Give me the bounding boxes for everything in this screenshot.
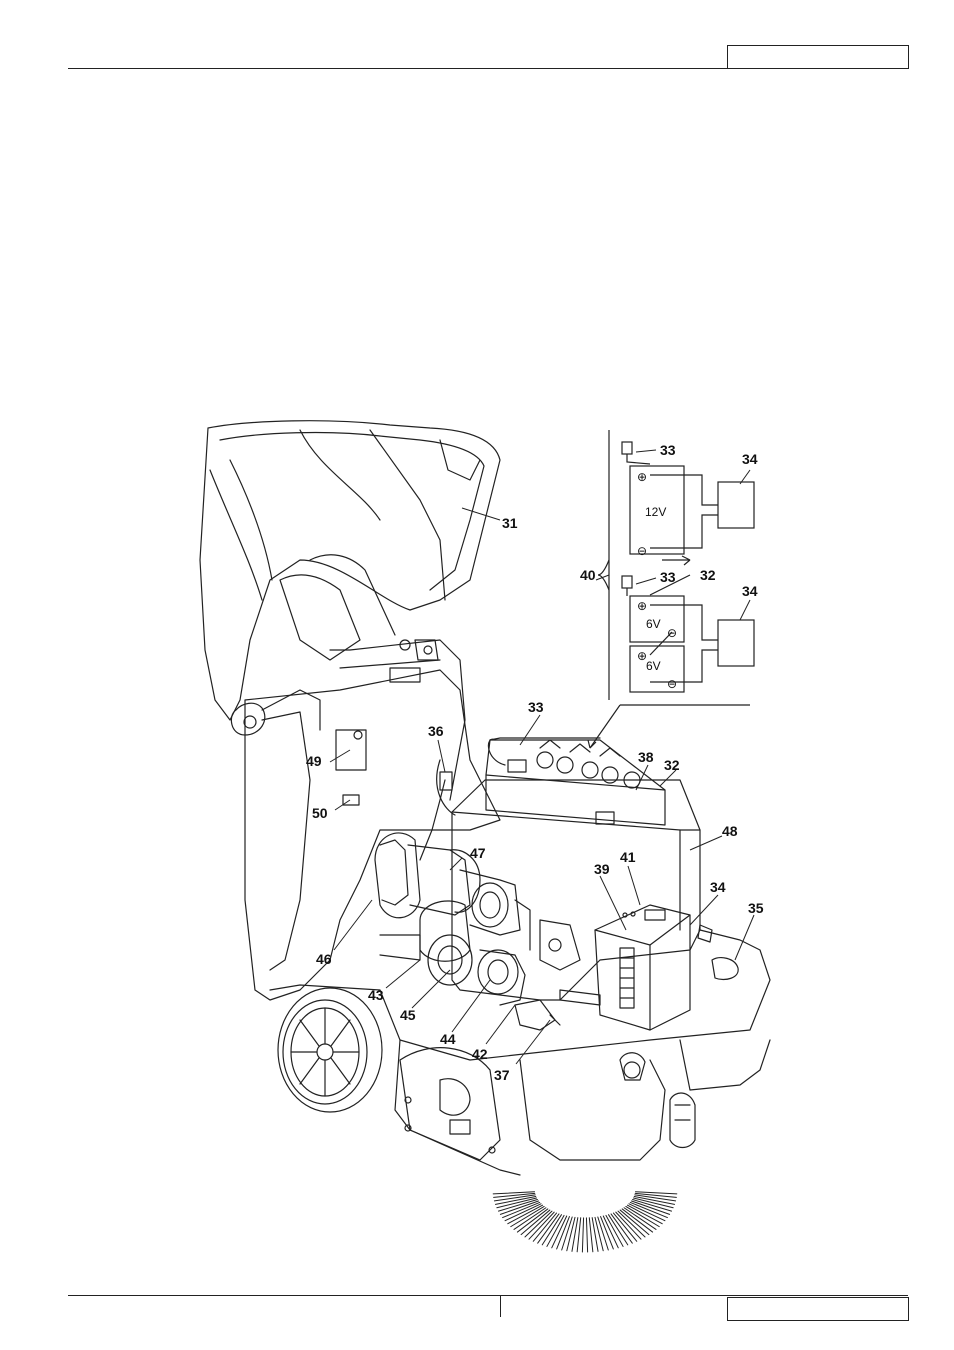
callout-36: 36 — [428, 723, 444, 739]
callout-37: 37 — [494, 1067, 510, 1083]
battery-6v-top-label: 6V — [646, 617, 661, 631]
callout-33: 33 — [528, 699, 544, 715]
brush-bristle — [586, 1218, 587, 1252]
charger-block-1 — [718, 482, 754, 528]
callout-48: 48 — [722, 823, 738, 839]
charger-block-2 — [718, 620, 754, 666]
callout-34: 34 — [742, 583, 758, 599]
front-wheel — [670, 1093, 695, 1147]
callout-43: 43 — [368, 987, 384, 1003]
brush-bristle — [589, 1218, 593, 1252]
callout-49: 49 — [306, 753, 322, 769]
inset-brace — [598, 560, 609, 590]
plus-terminal-icon: ⊕ — [637, 470, 647, 484]
callout-44: 44 — [440, 1031, 456, 1047]
plus-terminal-icon: ⊕ — [637, 599, 647, 613]
callout-41: 41 — [620, 849, 636, 865]
callout-35: 35 — [748, 900, 764, 916]
callout-46: 46 — [316, 951, 332, 967]
battery-compartment — [437, 738, 700, 1000]
battery-wiring-inset — [588, 430, 754, 748]
callout-47: 47 — [470, 845, 486, 861]
plus-terminal-icon: ⊕ — [637, 649, 647, 663]
brush-bristle — [582, 1218, 583, 1252]
minus-terminal-icon: ⊖ — [667, 626, 677, 640]
callout-39: 39 — [594, 861, 610, 877]
callout-40: 40 — [580, 567, 596, 583]
minus-terminal-icon: ⊖ — [667, 677, 677, 691]
side-brush — [493, 1192, 677, 1252]
brush-bristle — [572, 1218, 578, 1252]
brush-bristle — [577, 1218, 581, 1252]
battery-12v-label: 12V — [645, 505, 666, 519]
callout-32: 32 — [664, 757, 680, 773]
brush-bristle — [547, 1215, 564, 1246]
callout-33: 33 — [660, 569, 676, 585]
drive-motor — [375, 833, 600, 1030]
callout-31: 31 — [502, 515, 518, 531]
brush-bristle — [620, 1210, 649, 1235]
brush-bristle — [521, 1210, 550, 1235]
callout-42: 42 — [472, 1046, 488, 1062]
inset-pointer — [590, 705, 620, 748]
hopper-lid — [200, 421, 500, 720]
callout-38: 38 — [638, 749, 654, 765]
brush-bristle — [592, 1218, 598, 1252]
callout-33: 33 — [660, 442, 676, 458]
battery-charger — [595, 905, 738, 1030]
callout-34: 34 — [742, 451, 758, 467]
machine-body — [231, 640, 500, 1000]
callout-34: 34 — [710, 879, 726, 895]
callout-50: 50 — [312, 805, 328, 821]
callout-45: 45 — [400, 1007, 416, 1023]
brush-bristle — [606, 1215, 623, 1246]
rear-wheel — [278, 988, 382, 1112]
callout-32: 32 — [700, 567, 716, 583]
power-cable — [420, 772, 452, 860]
minus-terminal-icon: ⊖ — [637, 544, 647, 558]
battery-6v-bottom-label: 6V — [646, 659, 661, 673]
